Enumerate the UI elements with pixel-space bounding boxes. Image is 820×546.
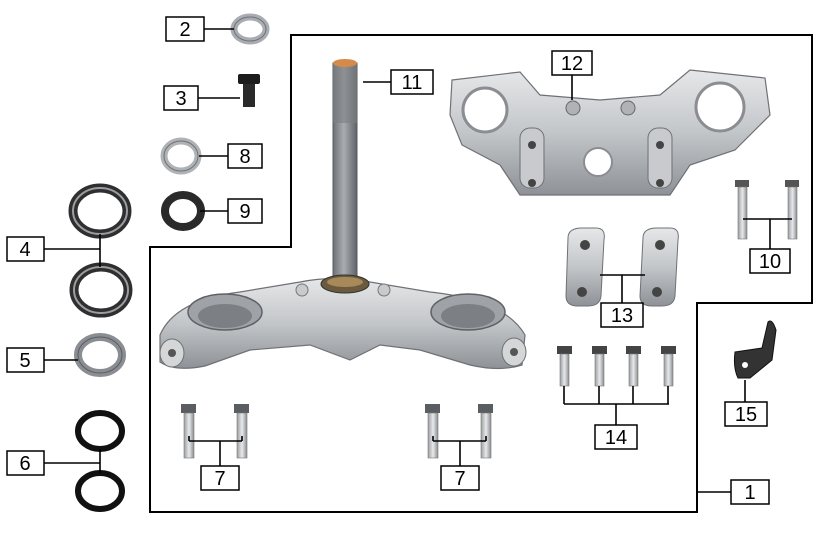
castle-nut xyxy=(161,191,205,231)
svg-text:7: 7 xyxy=(214,468,225,490)
callout-bearing-race-upper: 4 xyxy=(6,236,45,262)
callout-ring-top: 2 xyxy=(165,16,205,42)
svg-text:15: 15 xyxy=(735,404,757,426)
assembly-outline xyxy=(149,34,813,513)
svg-text:3: 3 xyxy=(175,88,186,110)
callout-assembly: 1 xyxy=(730,479,770,505)
svg-text:7: 7 xyxy=(454,468,465,490)
callout-bolts-left: 7 xyxy=(200,465,240,491)
callout-cable-bracket: 15 xyxy=(724,401,768,427)
clamp-bolts xyxy=(735,180,799,240)
callout-bolts-middle: 7 xyxy=(440,465,480,491)
callout-o-rings: 6 xyxy=(6,450,45,476)
handlebar-clamps xyxy=(565,227,679,307)
upper-triple-clamp xyxy=(449,69,771,196)
flange-bolt xyxy=(238,74,260,107)
leader-lines xyxy=(44,28,792,493)
handlebar-bolts xyxy=(557,346,676,387)
svg-text:13: 13 xyxy=(611,305,633,327)
callout-dust-seal: 5 xyxy=(6,347,45,373)
dust-seal xyxy=(74,333,126,377)
svg-text:9: 9 xyxy=(239,201,250,223)
svg-text:14: 14 xyxy=(605,427,627,449)
lower-triple-clamp xyxy=(159,277,527,370)
callout-handlebar-clamps: 13 xyxy=(600,302,644,328)
svg-text:1: 1 xyxy=(744,482,755,504)
svg-text:4: 4 xyxy=(19,239,30,261)
callout-handlebar-bolts: 14 xyxy=(594,424,638,450)
svg-text:10: 10 xyxy=(759,251,781,273)
callout-washer: 8 xyxy=(227,143,263,169)
ring-top xyxy=(230,13,270,45)
cable-bracket xyxy=(733,320,777,379)
callout-flange-bolt: 3 xyxy=(163,85,199,111)
svg-text:6: 6 xyxy=(19,453,30,475)
svg-text:12: 12 xyxy=(561,53,583,75)
callout-castle-nut: 9 xyxy=(227,198,263,224)
svg-text:8: 8 xyxy=(239,146,250,168)
svg-text:2: 2 xyxy=(179,19,190,41)
svg-text:5: 5 xyxy=(19,350,30,372)
callout-upper-triple-clamp: 12 xyxy=(551,50,593,76)
washer xyxy=(160,137,202,175)
steering-stem xyxy=(320,59,370,294)
lower-bolts-middle xyxy=(425,404,493,459)
svg-text:11: 11 xyxy=(402,72,423,94)
callout-clamp-bolts: 10 xyxy=(749,248,791,274)
lower-bolts-left xyxy=(181,404,249,459)
callout-steering-stem: 11 xyxy=(390,69,434,95)
